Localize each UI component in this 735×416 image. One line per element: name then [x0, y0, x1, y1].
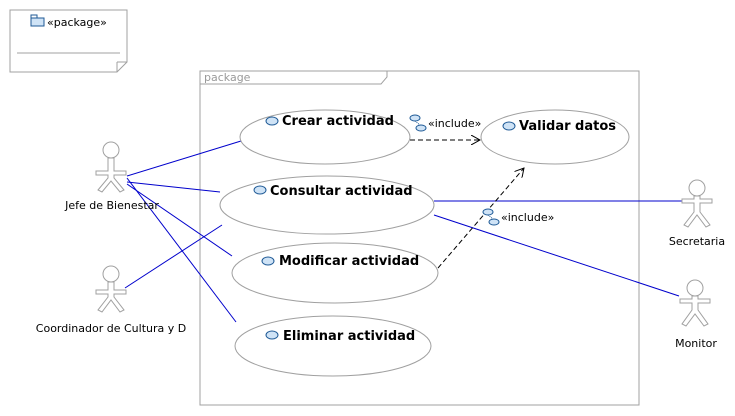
package-note[interactable]: «package»	[9, 9, 128, 73]
usecase-eliminar-label: Eliminar actividad	[283, 329, 415, 344]
actor-coordinador[interactable]: Coordinador de Cultura y D	[36, 265, 186, 335]
assoc-jefe-crear	[126, 140, 242, 177]
assoc-jefe-eliminar	[126, 177, 237, 323]
usecase-icon	[253, 185, 267, 195]
assoc-jefe-consultar	[126, 181, 221, 193]
usecase-modificar-label: Modificar actividad	[279, 254, 419, 269]
usecase-validar-datos[interactable]: Validar datos	[480, 109, 630, 165]
usecase-eliminar-actividad[interactable]: Eliminar actividad	[234, 315, 432, 377]
assoc-monitor-consultar	[433, 214, 680, 297]
package-title: package	[204, 71, 251, 84]
usecase-consultar-label: Consultar actividad	[270, 184, 413, 199]
include-crear-validar[interactable]: «include»	[409, 114, 481, 140]
usecase-icon	[265, 116, 279, 126]
usecase-icon	[261, 256, 275, 266]
actor-coordinador-label: Coordinador de Cultura y D	[36, 322, 186, 335]
usecase-crear-actividad[interactable]: Crear actividad	[239, 109, 411, 165]
usecase-crear-label: Crear actividad	[282, 114, 394, 129]
stick-figure-icon	[679, 279, 711, 327]
stick-figure-icon	[681, 179, 713, 228]
include-label-2: «include»	[501, 211, 554, 224]
actor-jefe-label: Jefe de Bienestar	[64, 199, 159, 212]
include-modificar-validar[interactable]: «include»	[437, 168, 554, 269]
actor-monitor[interactable]: Monitor	[675, 279, 717, 350]
actor-secretaria[interactable]: Secretaria	[669, 179, 725, 248]
actor-jefe-de-bienestar[interactable]: Jefe de Bienestar	[64, 141, 159, 212]
package-frame[interactable]: package	[199, 70, 640, 406]
include-label-1: «include»	[428, 117, 481, 130]
usecase-icon	[265, 330, 279, 340]
assoc-coordinador-consultar	[124, 224, 223, 289]
usecase-consultar-actividad[interactable]: Consultar actividad	[219, 175, 435, 235]
usecase-validar-label: Validar datos	[519, 119, 616, 134]
package-icon	[30, 14, 45, 27]
assoc-jefe-modificar	[126, 183, 233, 257]
note-stereotype: «package»	[47, 16, 107, 29]
stick-figure-icon	[95, 141, 127, 193]
associations	[124, 140, 682, 323]
actor-monitor-label: Monitor	[675, 337, 717, 350]
actor-secretaria-label: Secretaria	[669, 235, 725, 248]
usecase-modificar-actividad[interactable]: Modificar actividad	[231, 242, 439, 304]
include-icon	[409, 114, 427, 132]
usecase-icon	[502, 121, 516, 131]
stick-figure-icon	[95, 265, 127, 313]
include-icon	[482, 208, 500, 226]
